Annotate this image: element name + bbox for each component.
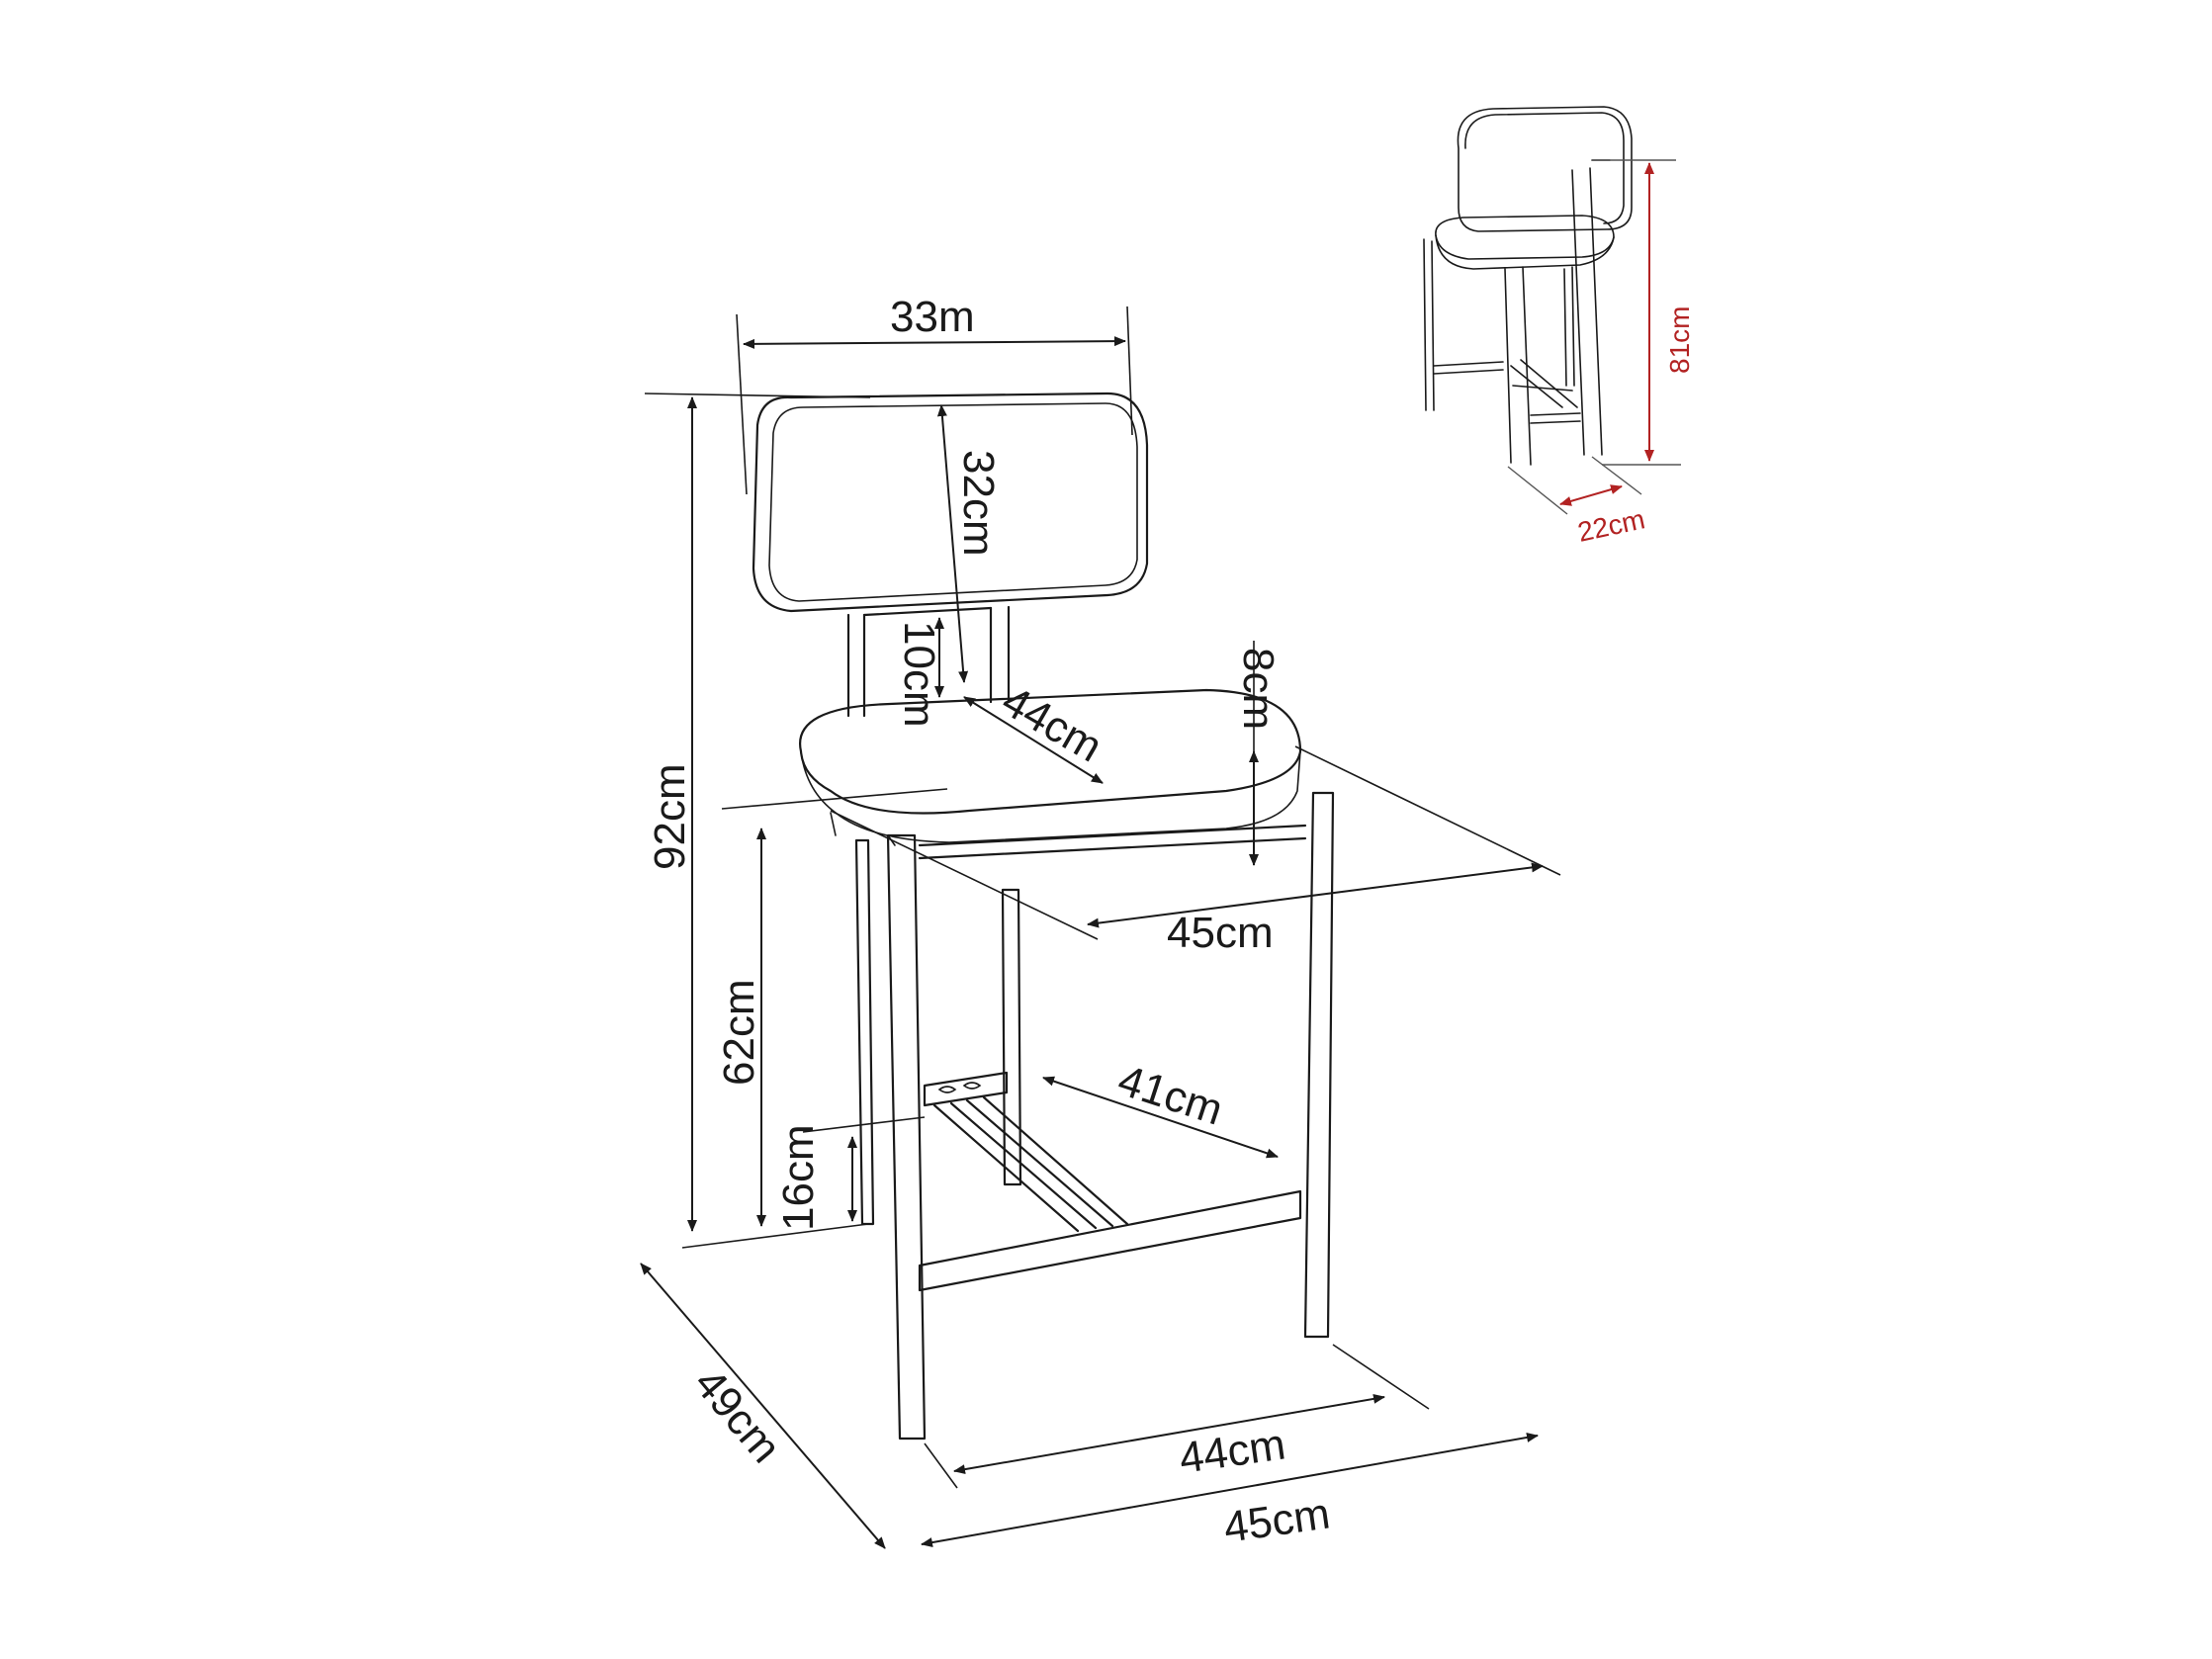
inset-chair [1423,106,1633,466]
dim-base-depth: 49cm [640,1263,886,1549]
label-seat-height: 62cm [715,979,763,1086]
front-left-leg [886,833,927,1441]
label-footrest-depth: 41cm [1112,1056,1228,1135]
footrest [932,1095,1129,1233]
label-seat-depth: 44cm [994,676,1110,771]
dim-footrest-depth: 41cm [1042,1056,1279,1159]
inset-label-depth: 22cm [1575,503,1647,548]
inset-dim-depth: 22cm [1507,456,1647,548]
backrest-supports [846,605,1011,718]
inset-dim-height: 81cm [1592,159,1695,466]
dim-footrest-height: 16cm [774,1116,926,1231]
dim-base-width-inner: 44cm [924,1344,1430,1489]
label-backrest-height: 32cm [954,450,1003,557]
front-right-leg [1303,791,1335,1339]
back-right-leg [1001,888,1022,1186]
dimensions: 33m 92cm 32cm 10cm 44cm 8cm [640,293,1561,1552]
label-backrest-width: 33m [890,293,975,341]
dim-seat-height: 62cm [715,788,948,1227]
dim-backrest-height: 32cm [936,404,1003,683]
dim-seat-depth: 44cm [963,676,1110,784]
seat [799,688,1302,843]
label-seat-thickness: 8cm [1234,648,1283,730]
dim-seat-width: 45cm [830,745,1561,957]
inset-dimensions: 81cm 22cm [1507,159,1695,548]
dim-total-height: 92cm [644,393,871,1249]
dim-backrest-gap: 10cm [895,617,944,728]
label-seat-width: 45cm [1167,909,1274,957]
inset-label-height: 81cm [1664,306,1695,374]
label-backrest-gap: 10cm [895,621,943,728]
label-total-height: 92cm [646,763,694,870]
seat-frame [918,824,1307,860]
cross-bars [918,1071,1302,1292]
back-left-leg [854,838,875,1226]
dim-backrest-width: 33m [736,293,1133,495]
dim-seat-thickness: 8cm [1234,641,1283,866]
label-footrest-height: 16cm [774,1124,823,1231]
label-base-width-outer: 45cm [1221,1489,1333,1551]
